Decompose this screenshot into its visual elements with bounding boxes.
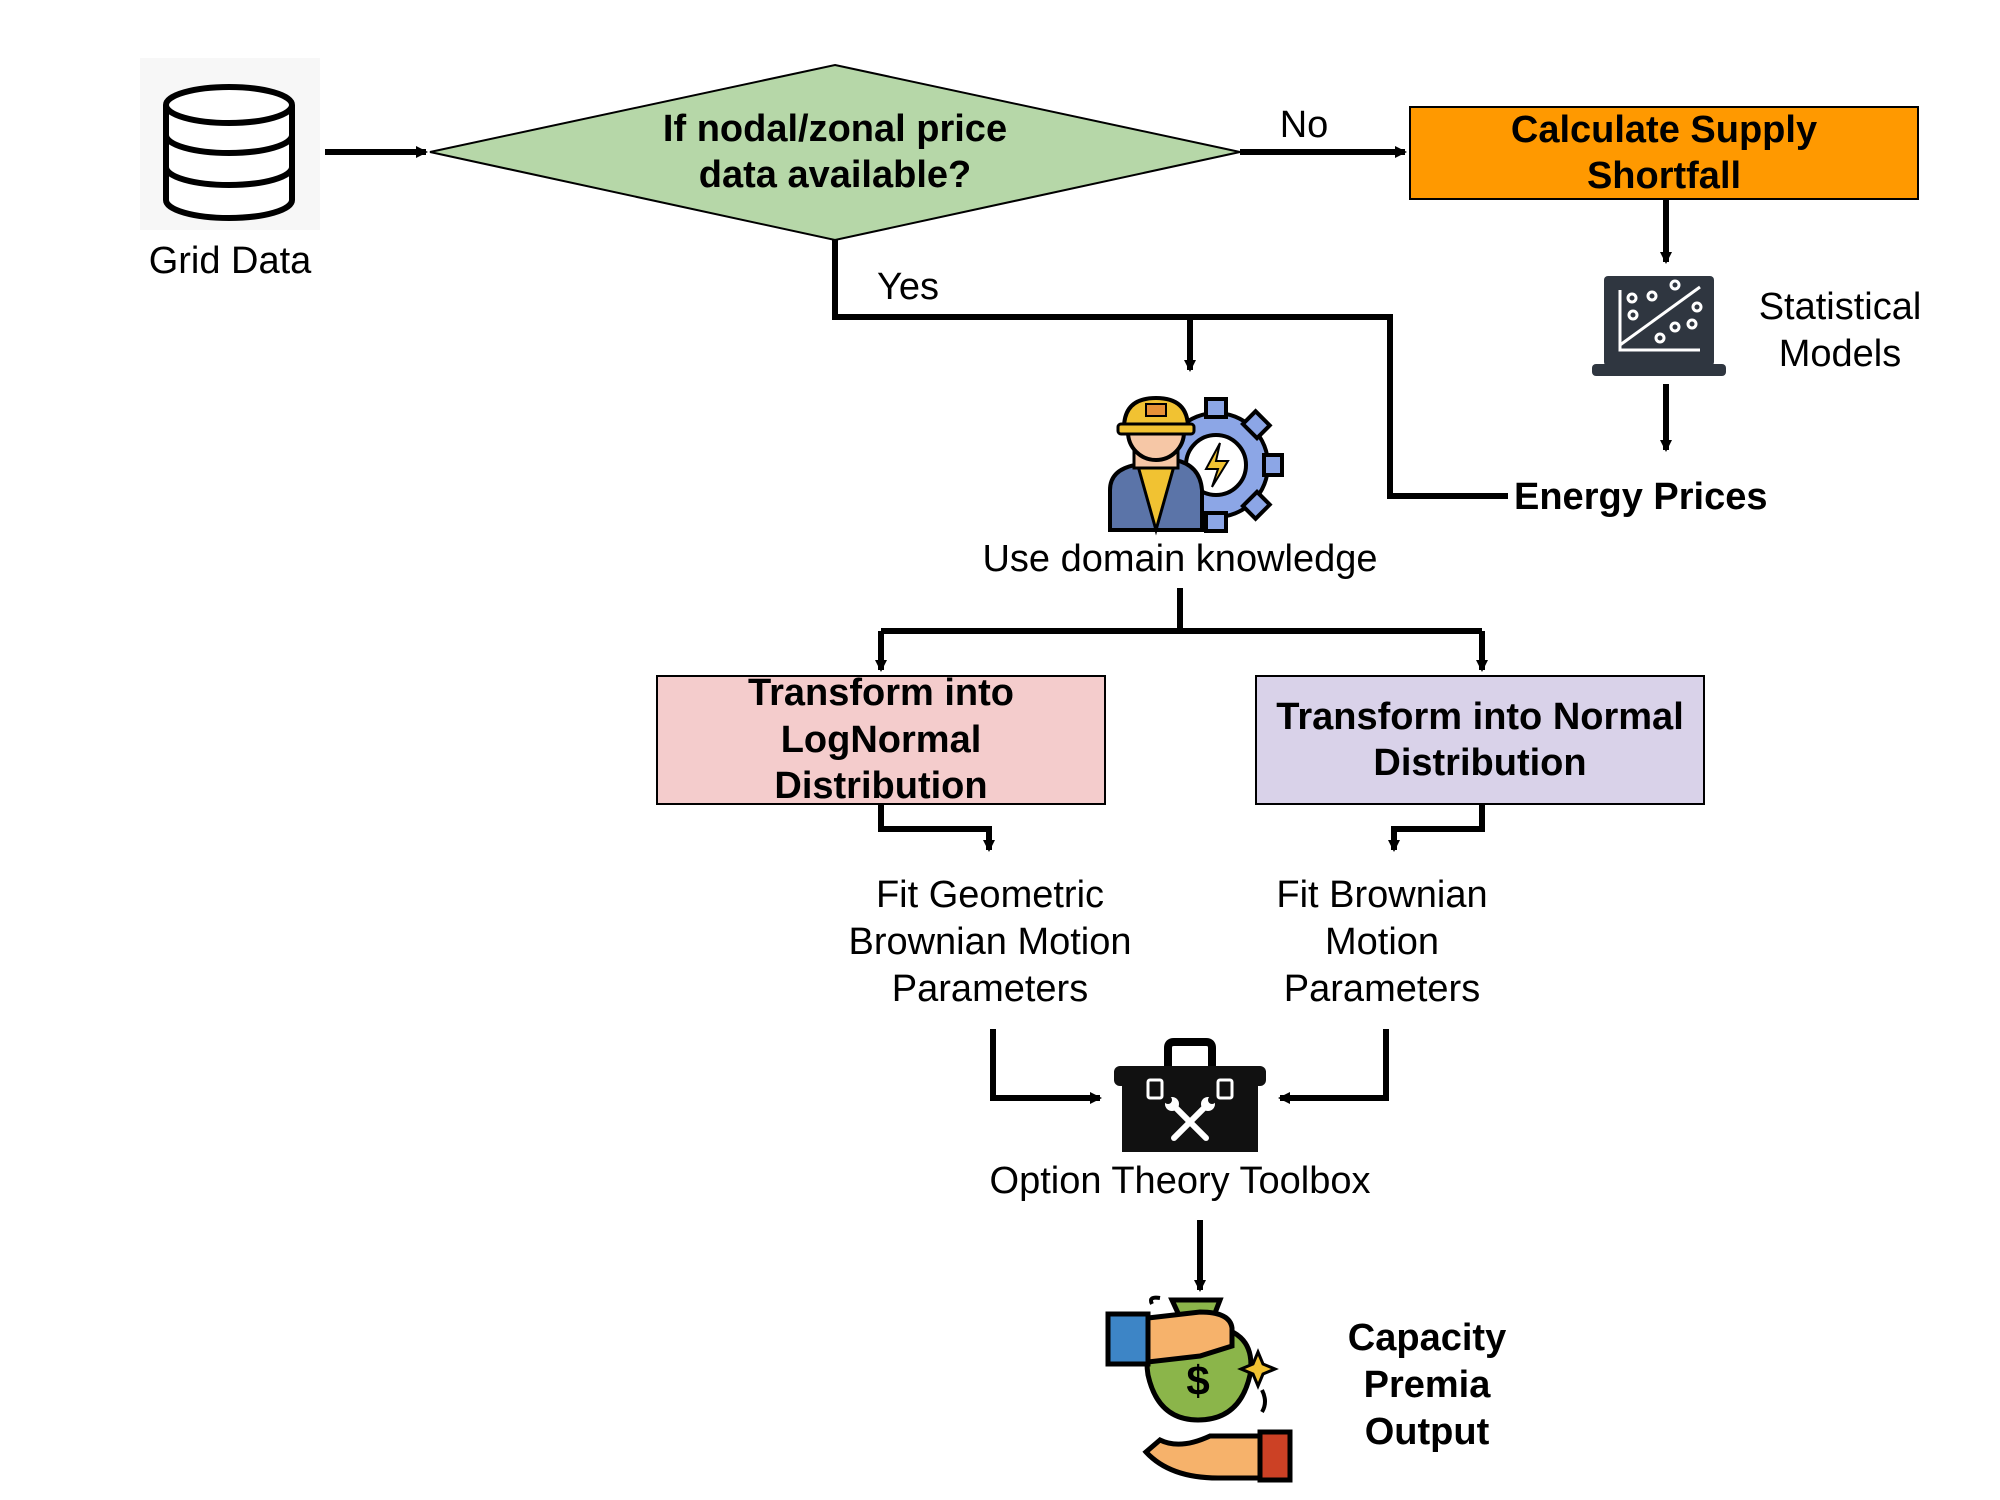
fit-bm-label: Fit Brownian Motion Parameters: [1276, 874, 1488, 1011]
capacity-premia-label: Capacity Premia Output: [1347, 1317, 1507, 1454]
lognormal-box: [656, 675, 1106, 805]
statistical-models-label: Statistical Models: [1758, 286, 1922, 376]
decision-label: If nodal/zonal price data available?: [640, 102, 1030, 202]
toolbox-label: Option Theory Toolbox: [989, 1160, 1371, 1202]
supply-shortfall-text: Calculate Supply Shortfall: [1510, 108, 1818, 197]
yes-label: Yes: [877, 266, 939, 308]
grid-data-label: Grid Data: [148, 240, 312, 282]
svg-text:$: $: [1186, 1357, 1209, 1404]
normal-label: Transform into Normal Distribution: [1256, 676, 1704, 804]
toolbox-icon: [1114, 1038, 1266, 1152]
statistics-laptop-icon: [1592, 276, 1726, 376]
energy-prices-label: Energy Prices: [1514, 476, 1768, 518]
lognormal-label: Transform into LogNormal Distribution: [657, 672, 1105, 807]
no-label: No: [1279, 104, 1329, 146]
supply-shortfall-label: Calculate Supply Shortfall: [1410, 107, 1918, 199]
normal-box: [1255, 675, 1705, 805]
money-bag-hand-icon: $: [1105, 1295, 1293, 1483]
engineer-gear-icon: [1108, 395, 1284, 536]
normal-text: Transform into Normal Distribution: [1276, 695, 1684, 784]
lognormal-text: Transform into LogNormal Distribution: [747, 672, 1015, 808]
supply-shortfall-box: [1409, 106, 1919, 200]
connector-lines: [325, 146, 1672, 1292]
decision-text: If nodal/zonal price data available?: [662, 107, 1008, 196]
domain-knowledge-label: Use domain knowledge: [982, 538, 1378, 580]
fit-gbm-label: Fit Geometric Brownian Motion Parameters: [848, 874, 1132, 1011]
database-icon: [140, 58, 320, 230]
